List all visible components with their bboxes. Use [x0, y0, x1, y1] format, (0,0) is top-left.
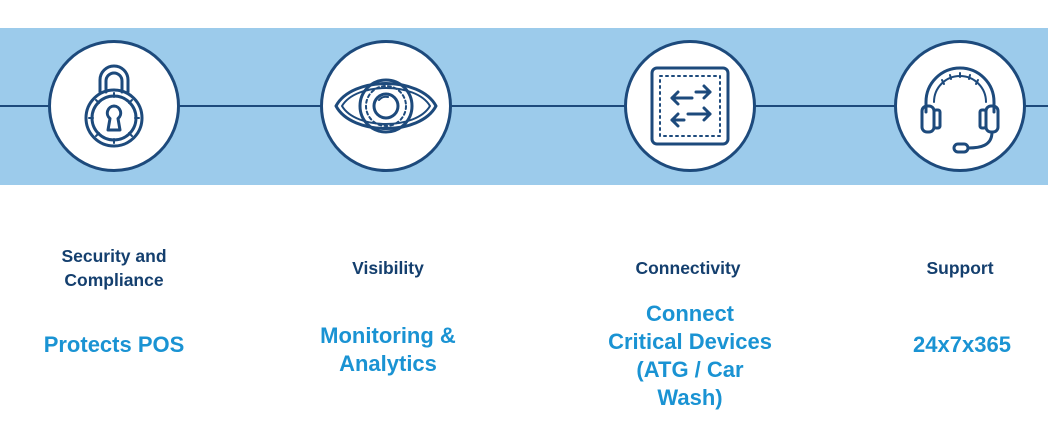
- feature-title-support: Support: [926, 258, 994, 278]
- visibility-icon-circle: [320, 40, 452, 172]
- feature-value-visibility: Monitoring & Analytics: [320, 323, 456, 376]
- headset-icon: [920, 66, 1000, 154]
- connector-line: [0, 105, 1048, 107]
- feature-value-connectivity: Connect Critical Devices (ATG / Car Wash…: [608, 301, 772, 410]
- feature-title-connectivity: Connectivity: [635, 258, 741, 278]
- padlock-icon: [84, 64, 144, 148]
- support-icon-circle: [894, 40, 1026, 172]
- connectivity-arrows-icon: [650, 66, 730, 146]
- security-icon-circle: [48, 40, 180, 172]
- feature-title-security: Security and Compliance: [61, 246, 167, 290]
- feature-value-security: Protects POS: [43, 332, 185, 357]
- feature-value-support: 24x7x365: [913, 332, 1011, 357]
- eye-icon: [334, 78, 438, 134]
- connectivity-icon-circle: [624, 40, 756, 172]
- feature-title-visibility: Visibility: [352, 258, 424, 278]
